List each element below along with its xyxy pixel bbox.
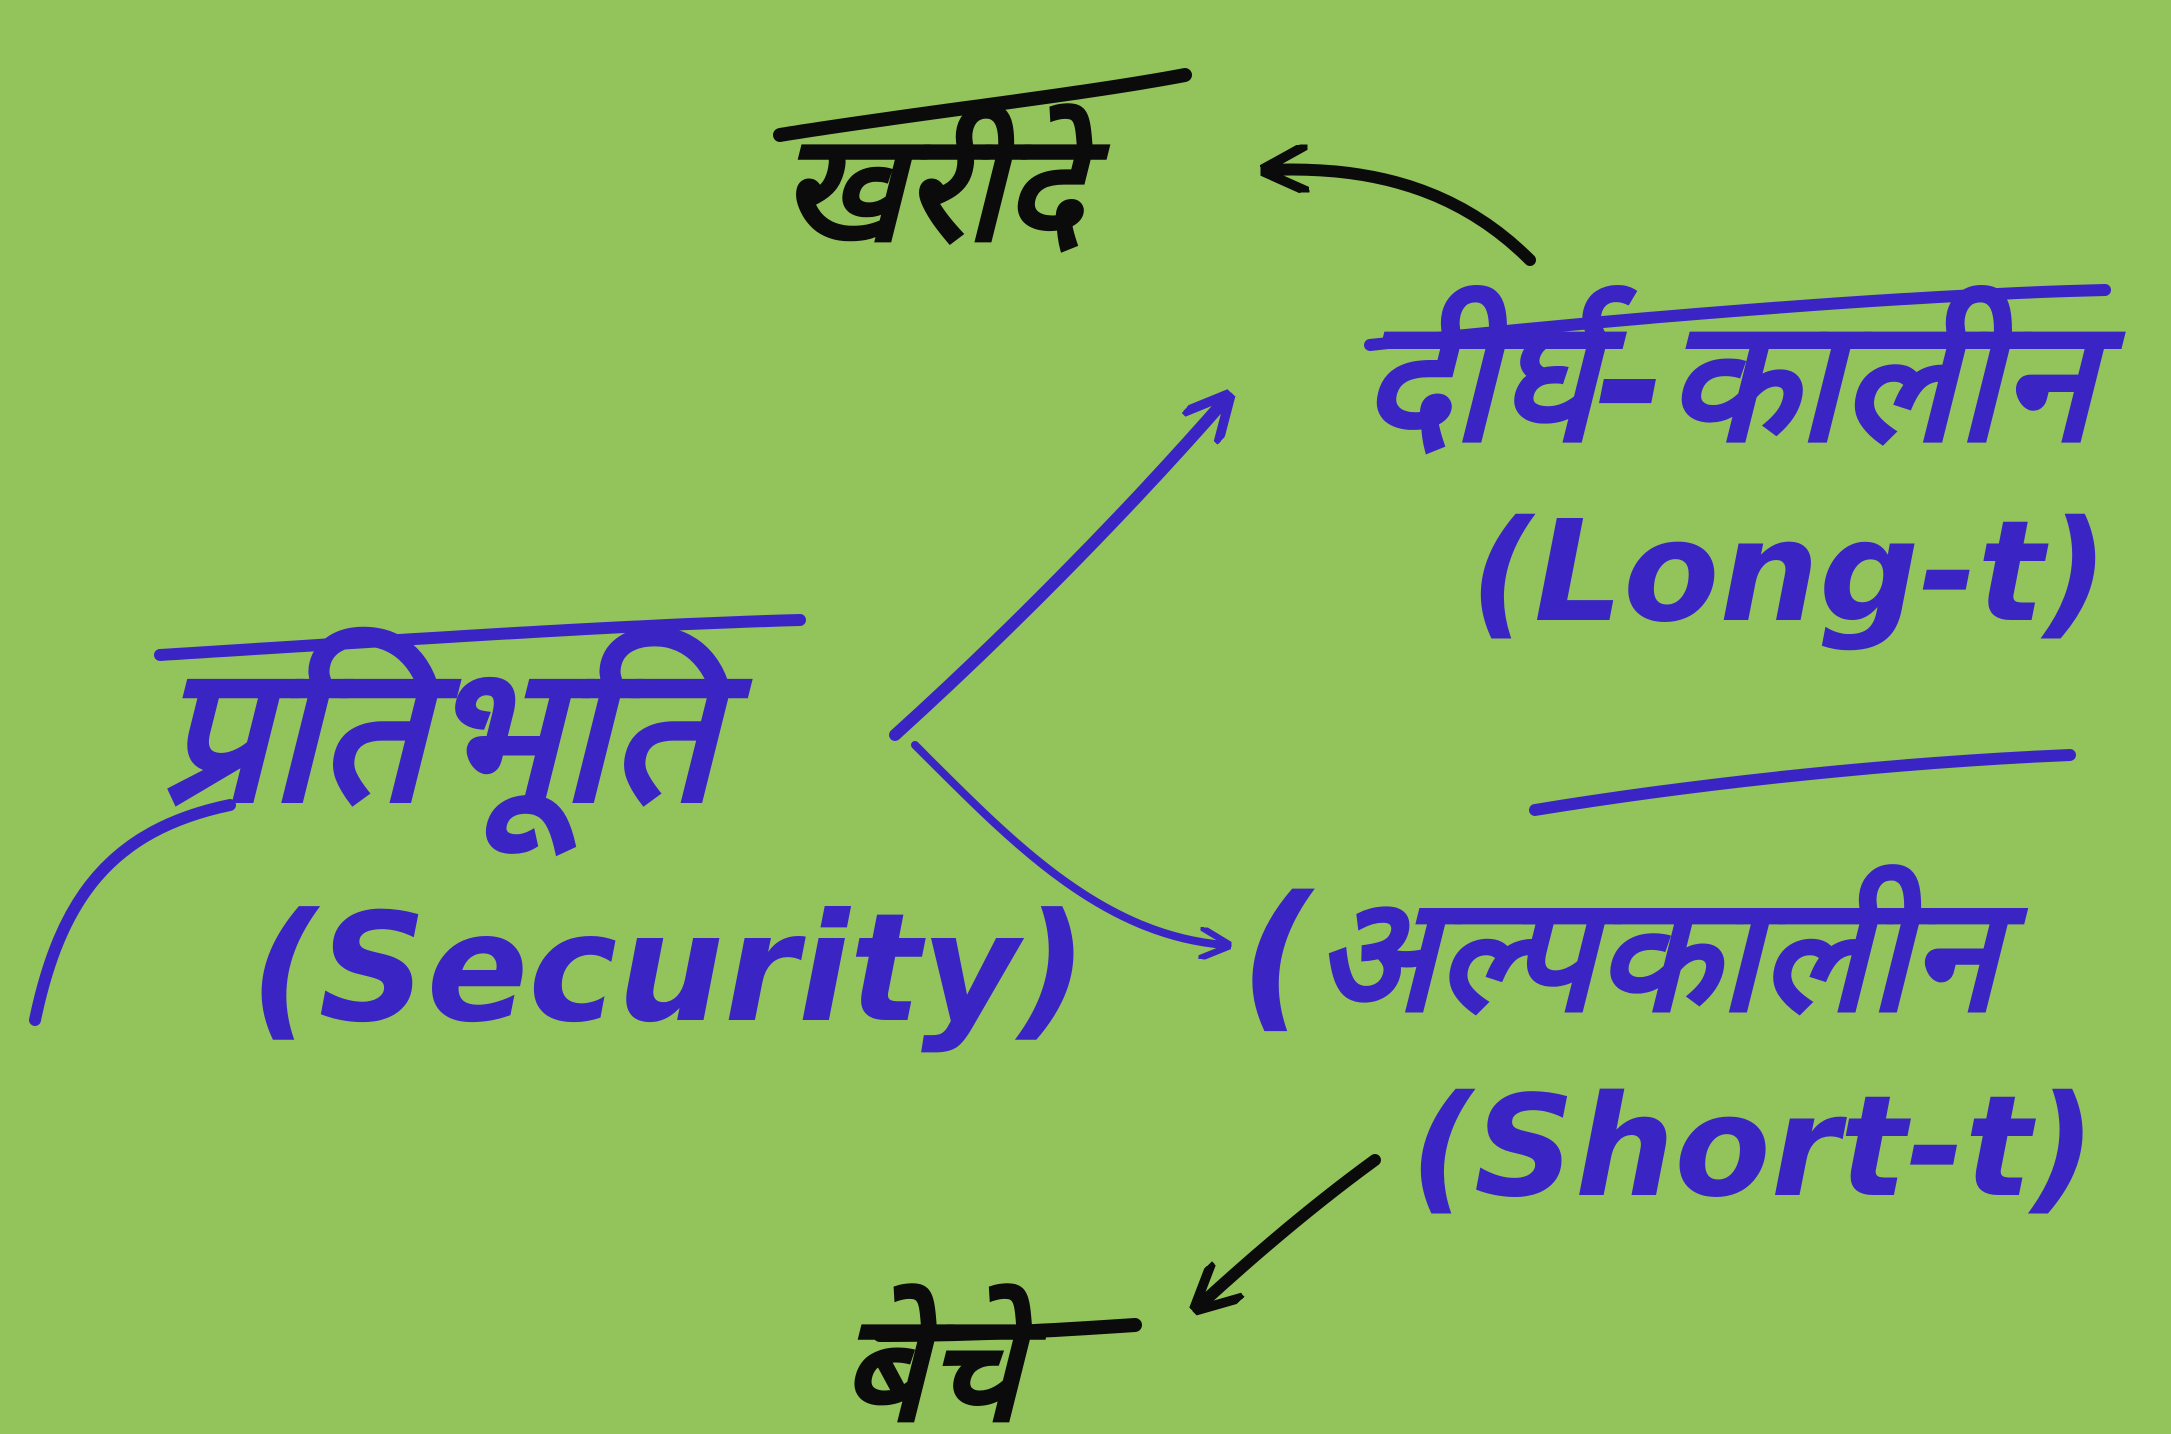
short-term-label-en: (Short-t) xyxy=(1410,1066,2096,1229)
security-headline xyxy=(154,614,806,661)
arrow-security-to-long-term xyxy=(889,400,1225,741)
long-term-label-en: (Long-t) xyxy=(1470,491,2108,654)
buy-headline xyxy=(773,68,1192,142)
buy-label: खरीदे xyxy=(780,102,1111,276)
arrow-short-term-to-sell xyxy=(1200,1154,1381,1305)
buy-node: खरीदे xyxy=(773,68,1192,276)
arrow-long-term-to-buy xyxy=(1270,170,1536,266)
sell-label: बेचे xyxy=(840,1282,1050,1434)
long-term-label: दीर्घ-कालीन xyxy=(1360,283,2126,481)
short-term-label: (अल्पकालीन xyxy=(1240,861,2029,1048)
security-node: प्रतिभूति (Security) xyxy=(29,614,1087,1056)
long-term-node: दीर्घ-कालीन (Long-t) xyxy=(1360,283,2126,654)
short-term-headline xyxy=(1529,749,2076,816)
sell-node: बेचे xyxy=(840,1282,1142,1434)
security-sweep xyxy=(29,799,236,1026)
sell-headline xyxy=(873,1318,1142,1342)
long-term-headline xyxy=(1364,284,2111,351)
short-term-node: (अल्पकालीन (Short-t) xyxy=(1240,749,2096,1229)
security-label-en: (Security) xyxy=(250,882,1087,1056)
arrow-security-to-short-term xyxy=(911,741,1225,945)
security-label: प्रतिभूति xyxy=(160,624,753,857)
